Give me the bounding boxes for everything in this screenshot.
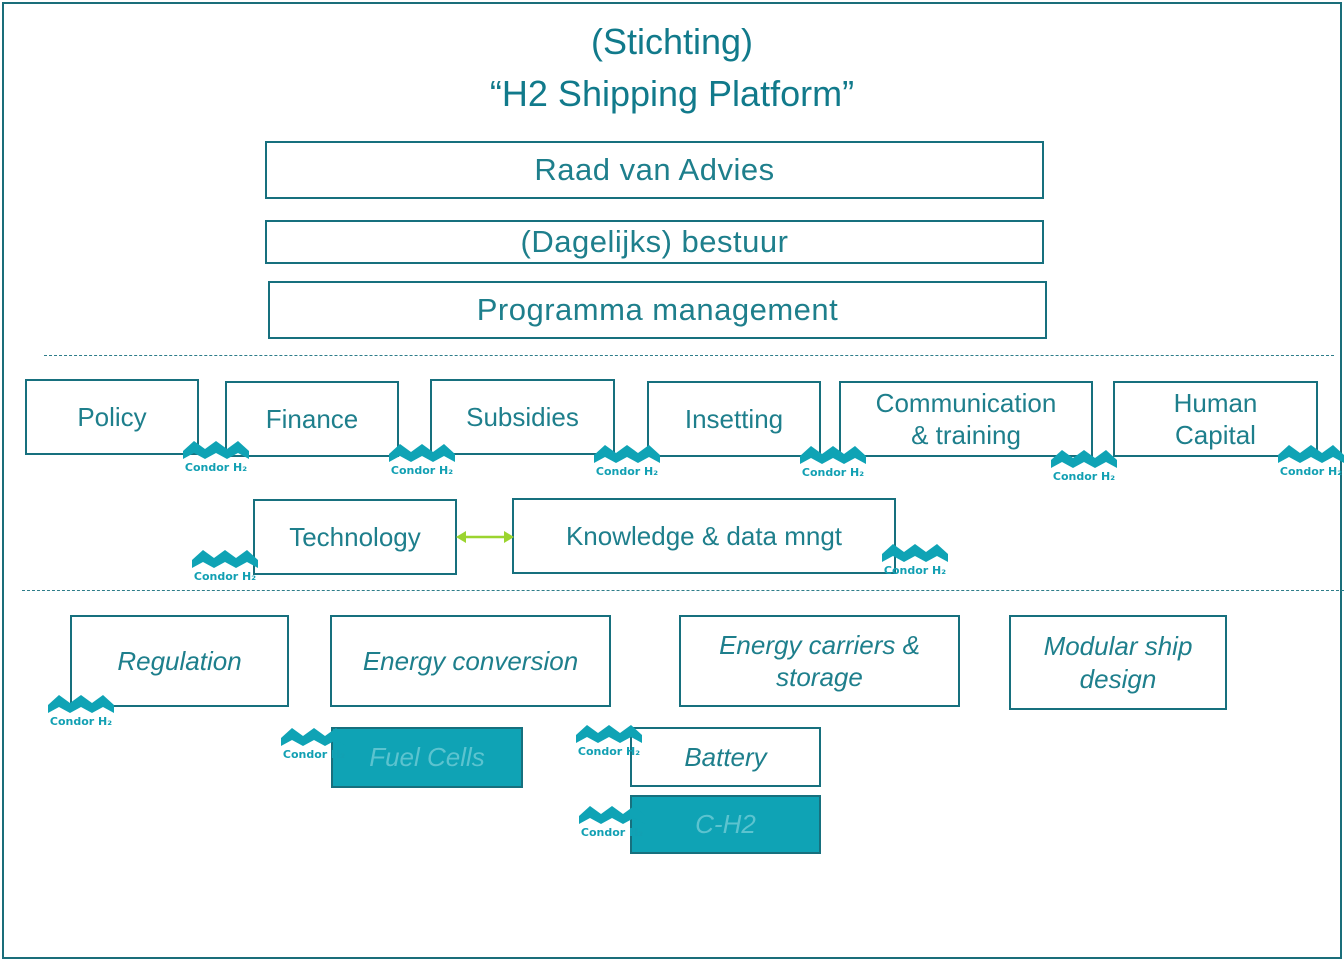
workgroup-subsidies: Subsidies [430,379,615,455]
program-management-box: Programma management [268,281,1047,339]
workgroup-finance: Finance [225,381,399,457]
condor-h2-logo-text: Condor H₂ [883,564,947,577]
program-management-label: Programma management [476,291,839,327]
advisory-board-box: Raad van Advies [265,141,1044,199]
condor-h2-logo-text: Condor H₂ [193,570,257,583]
condor-h2-logo-text: Condor H₂ [1052,470,1116,483]
condor-h2-logo-text: Condor H₂ [390,464,454,477]
condor-h2-logo-icon: Condor H₂ [594,441,660,478]
condor-h2-logo-text: Condor H₂ [184,461,248,474]
workgroup-finance-label: Finance [265,403,359,434]
subgroup-fuel-cells-label: Fuel Cells [369,742,485,773]
techgroup-energy-carriers-label-1: Energy carriers & [719,629,920,660]
techgroup-energy-carriers: Energy carriers &storage [679,615,960,707]
techgroup-energy-conversion: Energy conversion [330,615,611,707]
workgroup-communication: Communication& training [839,381,1093,457]
condor-h2-logo-text: Condor H₂ [580,826,644,839]
subgroup-battery-label: Battery [684,741,767,772]
bidirectional-arrow-icon [456,531,514,543]
condor-h2-logo-text: Condor H₂ [801,466,865,479]
workgroup-insetting-label: Insetting [684,403,784,434]
techgroup-energy-carriers-label-2: storage [776,662,863,692]
daily-board-label: (Dagelijks) bestuur [520,223,789,259]
techgroup-regulation-label: Regulation [117,645,242,676]
techgroup-energy-conversion-label: Energy conversion [362,645,579,676]
workgroup-policy-label: Policy [77,401,147,432]
subgroup-c-h2: C-H2 [630,795,821,854]
condor-h2-logo-text: Condor H₂ [49,715,113,728]
workgroup-policy: Policy [25,379,199,455]
condor-h2-logo-text: Condor H₂ [1279,465,1343,478]
condor-h2-logo-icon: Condor H₂ [183,437,249,474]
condor-h2-logo-icon: Condor H₂ [800,442,866,479]
condor-h2-logo-icon: Condor H₂ [882,540,948,577]
workgroup-technology: Technology [253,499,457,575]
condor-h2-logo-icon: Condor H₂ [192,546,258,583]
subgroup-fuel-cells: Fuel Cells [331,727,523,788]
workgroup-communication-label-2: & training [911,420,1021,450]
condor-h2-logo-icon: Condor H₂ [389,440,455,477]
condor-h2-logo-icon: Condor H₂ [576,721,642,758]
title-line-2: “H2 Shipping Platform” [489,73,855,114]
workgroup-knowledge: Knowledge & data mngt [512,498,896,574]
workgroup-human-capital-label-1: Human [1173,387,1258,418]
workgroup-knowledge-label: Knowledge & data mngt [565,520,843,551]
daily-board-box: (Dagelijks) bestuur [265,220,1044,264]
condor-h2-logo-icon: Condor H₂ [1278,441,1344,478]
condor-h2-logo-text: Condor H₂ [577,745,641,758]
workgroup-subsidies-label: Subsidies [466,401,579,432]
title-line-1: (Stichting) [590,21,754,62]
workgroup-technology-label: Technology [289,521,421,552]
condor-h2-logo-icon: Condor H₂ [1051,446,1117,483]
techgroup-modular-label-1: Modular ship [1043,631,1193,661]
condor-h2-logo-icon: Condor H₂ [579,802,645,839]
condor-h2-logo-icon: Condor H₂ [281,724,347,761]
workgroup-communication-label-1: Communication [875,387,1057,418]
condor-h2-logo-icon: Condor H₂ [48,691,114,728]
dashed-separator-2 [22,590,1344,591]
subgroup-c-h2-label: C-H2 [695,809,756,840]
advisory-board-label: Raad van Advies [534,151,775,187]
subgroup-battery: Battery [630,727,821,787]
condor-h2-logo-text: Condor H₂ [595,465,659,478]
techgroup-modular-label-2: design [1079,663,1157,694]
dashed-separator-1 [44,355,1334,356]
workgroup-insetting: Insetting [647,381,821,457]
workgroup-human-capital-label-2: Capital [1175,420,1256,450]
techgroup-regulation: Regulation [70,615,289,707]
condor-h2-logo-text: Condor H₂ [282,748,346,761]
